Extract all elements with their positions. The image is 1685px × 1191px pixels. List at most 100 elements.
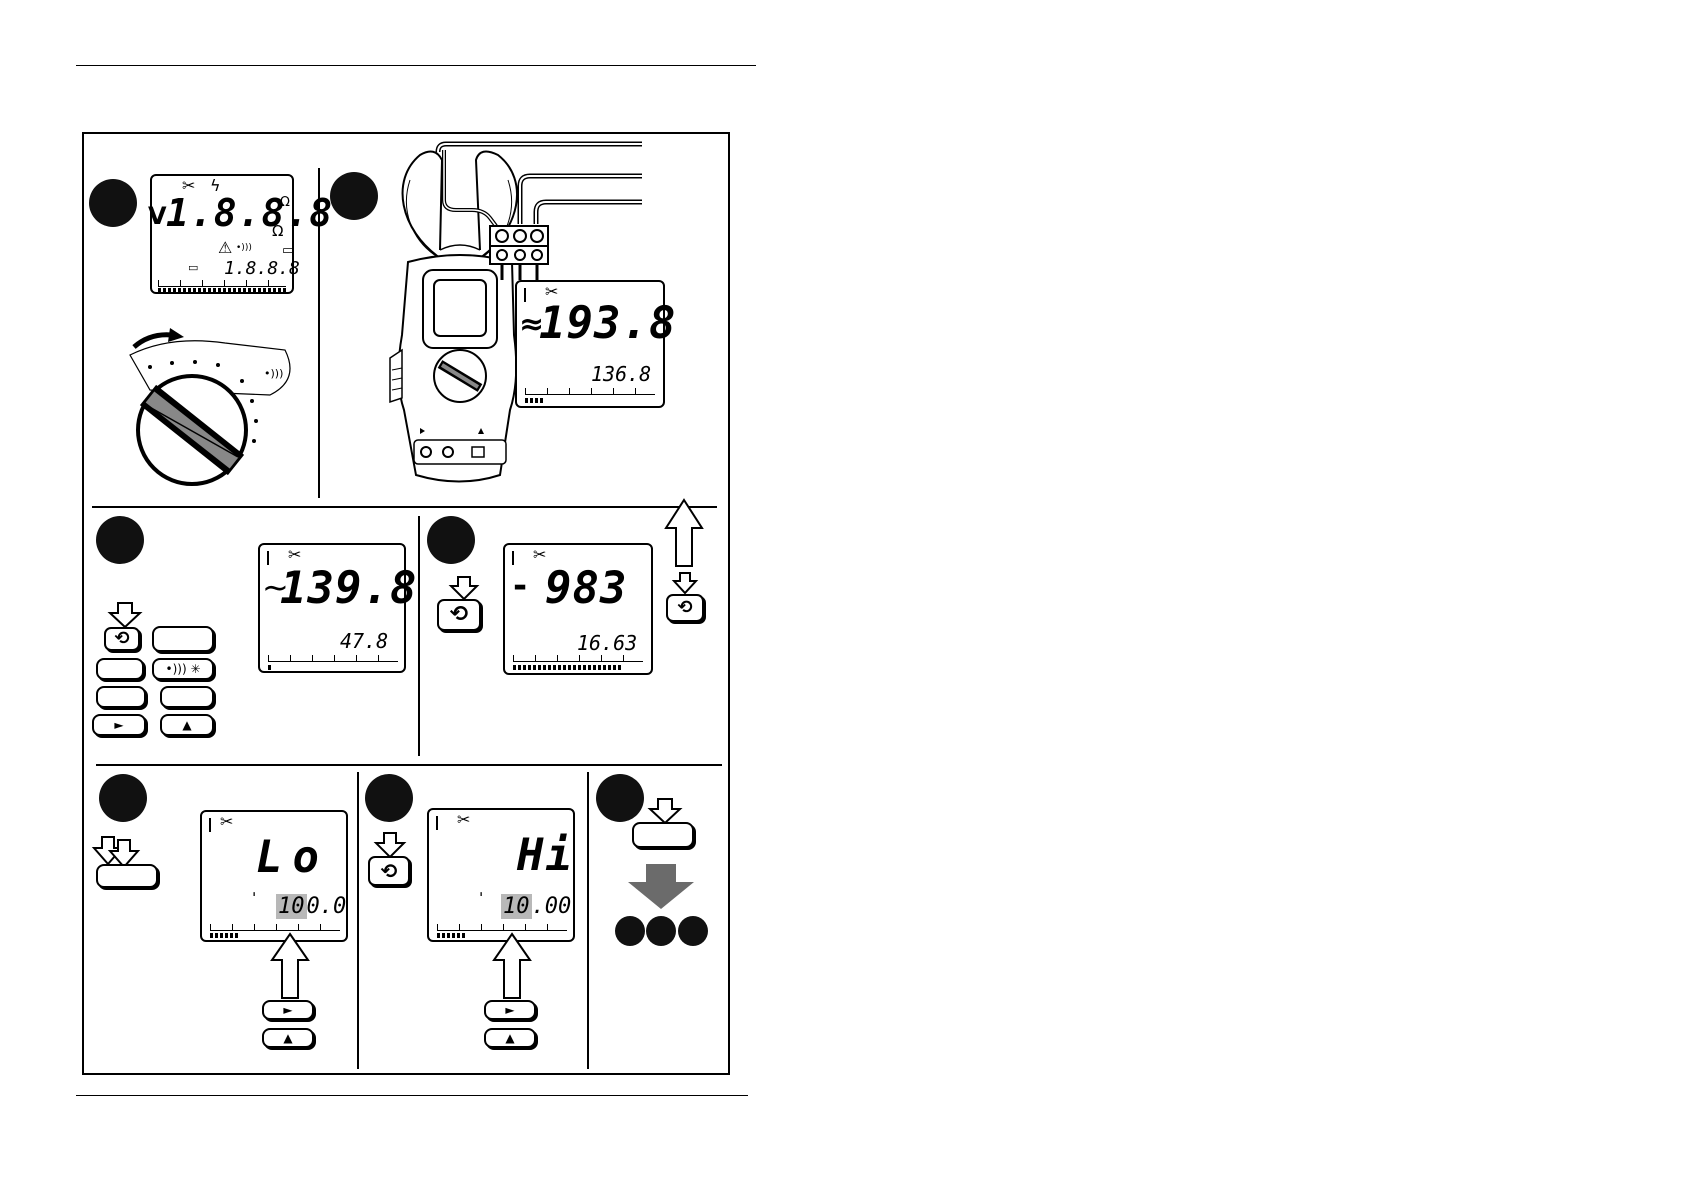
step-5-tick [209,818,211,832]
up-button[interactable]: ▲ [484,1028,536,1048]
scissor-clamp-icon: ✂ [288,547,301,563]
step-6-badge [365,774,413,822]
play-button[interactable]: ► [262,1000,314,1020]
step-6-main-reading: Hi [517,834,574,878]
scissor-clamp-icon: ✂ [533,547,546,563]
cycle-icon: ⟲ [106,630,138,648]
step-6-highlighted-digits: 10 [501,894,532,919]
step-5-small-tick: ˈ [252,892,256,906]
step-4-tick [512,551,514,565]
rotary-beep-icon: •))) [264,368,283,379]
ohm-subscript-icon: Ω [272,224,283,239]
step-5-main-reading: Lo [256,836,329,880]
step-1-main-reading: 1.8.8.8 [166,194,333,232]
down-arrow-icon [108,602,142,628]
step-2-tick [524,288,526,302]
top-rule [76,65,756,66]
col-divider-mid [418,516,420,756]
step-6-bargraph-scale [437,924,567,931]
warning-icon: ⚠ [218,240,232,256]
play-button[interactable]: ► [484,1000,536,1020]
step-4-prefix: - [513,569,527,603]
cycle-icon: ⟲ [370,861,408,881]
bottom-rule [76,1095,748,1096]
step-6-lcd: ✂ Hi ˈ 10.00 [427,808,575,942]
up-icon: ▲ [264,1032,312,1044]
step-3-lcd: ✂ ~ 139.8 47.8 [258,543,406,673]
step-2-lcd: ✂ ≈ 193.8 136.8 [515,280,665,408]
step-1-bargraph-scale [158,280,286,287]
keypad-button-2[interactable] [96,658,144,680]
step-5-sub-reading: 100.0 [276,896,346,918]
cycle-button[interactable]: ⟲ [368,856,410,886]
step-4-lcd: ✂ - 983 16.63 [503,543,653,675]
step-4-sub-reading: 16.63 [577,633,637,653]
step-5-badge [99,774,147,822]
down-arrow-icon [672,572,698,594]
keypad-button-1[interactable] [152,626,214,652]
step-5-rest-digits: 0.0 [307,894,347,919]
step-2-badge [330,172,378,220]
beep-light-button[interactable]: •))) ✳ [152,658,214,680]
step-3-sub-reading: 47.8 [340,631,388,651]
step-5-highlighted-digits: 10 [276,894,307,919]
big-down-arrow-icon [626,864,696,910]
step-4-badge [427,516,475,564]
cycle-button[interactable]: ⟲ [437,599,481,631]
step-5-lcd: ✂ Lo ˈ 100.0 [200,810,348,942]
up-arrow-icon [664,498,704,568]
minus-icon: ▭ [188,262,198,273]
hold-button[interactable] [632,822,694,848]
step-3-bargraph-scale [268,655,398,662]
step-2-main-reading: 193.8 [539,302,676,346]
step-3-tick [267,551,269,565]
up-arrow-icon [270,932,310,1000]
rotary-switch-drawing [120,325,300,485]
scissor-clamp-icon: ✂ [457,812,470,828]
step-1-prefix: V [148,204,167,228]
step-1-badge [89,179,137,227]
beep-light-icon: •))) ✳ [154,663,212,675]
step-6-sub-reading: 10.00 [501,896,571,918]
cycle-button[interactable]: ⟲ [666,594,704,622]
step-1-sub-reading: 1.8.8.8 [224,260,300,278]
step-4-main-reading: 983 [545,567,627,611]
step-3-main-reading: 139.8 [280,567,417,611]
play-button[interactable]: ► [92,714,146,736]
step-5-bargraph [210,933,238,938]
step-2-bargraph-scale [525,388,655,395]
step-2-bargraph [525,398,543,403]
down-arrow-icon [648,798,682,824]
down-arrow-icon [449,576,479,600]
battery-icon: ▭ [282,244,294,257]
step-1-bargraph [158,288,286,293]
three-dots-icon-3 [678,916,708,946]
hold-button[interactable] [96,864,158,888]
up-icon: ▲ [486,1032,534,1044]
step-6-bargraph [437,933,467,938]
keypad-button-4[interactable] [160,686,214,708]
up-arrow-icon [492,932,532,1000]
step-6-small-tick: ˈ [479,892,483,906]
play-icon: ► [264,1004,312,1016]
scissor-clamp-icon: ✂ [220,814,233,830]
step-3-badge [96,516,144,564]
cycle-icon: ⟲ [668,599,702,617]
three-dots-icon-1 [615,916,645,946]
down-arrow-icon [374,832,406,858]
play-icon: ► [94,719,144,731]
cycle-icon: ⟲ [439,604,479,626]
up-button[interactable]: ▲ [262,1028,314,1048]
step-2-sub-reading: 136.8 [591,364,651,384]
row-divider-2 [96,764,722,766]
keypad-button-3[interactable] [96,686,146,708]
up-icon: ▲ [162,719,212,731]
play-icon: ► [486,1004,534,1016]
cycle-button[interactable]: ⟲ [104,627,140,651]
step-1-lcd: ✂ ϟ Ω V 1.8.8.8 Ω ▭ ⚠ •))) ▭ 1.8.8.8 [150,174,294,294]
step-3-bargraph [268,665,272,670]
step-4-bargraph [513,665,621,670]
step-5-bargraph-scale [210,924,340,931]
row-divider-1 [92,506,717,508]
up-button[interactable]: ▲ [160,714,214,736]
